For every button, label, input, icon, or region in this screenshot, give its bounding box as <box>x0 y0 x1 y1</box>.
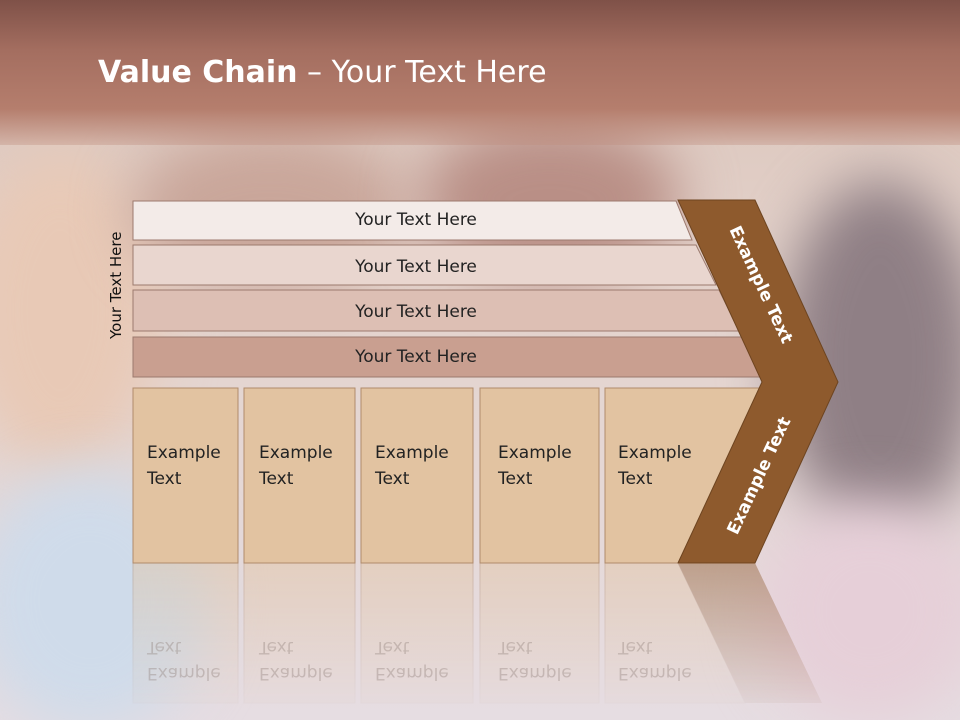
cell-5-line1: Example <box>618 443 692 463</box>
reflect-label-4: Example Text <box>498 634 572 686</box>
diagram-reflection <box>132 562 822 704</box>
row-label-3: Your Text Here <box>354 302 477 322</box>
reflect-3-line1: Example <box>375 663 449 683</box>
cell-1-line2: Text <box>147 469 182 489</box>
cell-1-line1: Example <box>147 443 221 463</box>
row-label-1: Your Text Here <box>354 210 477 230</box>
cell-2-line2: Text <box>259 469 294 489</box>
reflect-5-line1: Example <box>618 663 692 683</box>
cell-2-line1: Example <box>259 443 333 463</box>
cell-4[interactable] <box>479 387 600 564</box>
title-bar <box>0 0 960 145</box>
reflect-label-3: Example Text <box>375 634 449 686</box>
reflect-2-line1: Example <box>259 663 333 683</box>
cell-3-line2: Text <box>375 469 410 489</box>
title-rest: – Your Text Here <box>297 55 547 90</box>
reflect-label-2: Example Text <box>259 634 333 686</box>
cell-5-line2: Text <box>618 469 653 489</box>
reflect-label-1: Example Text <box>147 634 221 686</box>
reflect-4-line1: Example <box>498 663 572 683</box>
reflect-label-5: Example Text <box>618 634 692 686</box>
row-label-4: Your Text Here <box>354 347 477 367</box>
cell-4-line2: Text <box>498 469 533 489</box>
row-bar-1[interactable] <box>132 200 693 241</box>
title-bold: Value Chain <box>98 55 298 90</box>
cell-2[interactable] <box>243 387 356 564</box>
row-bar-2[interactable] <box>132 244 717 286</box>
cell-3[interactable] <box>360 387 474 564</box>
reflect-1-line1: Example <box>147 663 221 683</box>
reflect-5-line2: Text <box>618 637 653 657</box>
row-label-2: Your Text Here <box>354 257 477 277</box>
reflect-4-line2: Text <box>498 637 533 657</box>
reflect-2-line2: Text <box>259 637 294 657</box>
cell-3-line1: Example <box>375 443 449 463</box>
reflect-3-line2: Text <box>375 637 410 657</box>
cell-4-line1: Example <box>498 443 572 463</box>
reflect-1-line2: Text <box>147 637 182 657</box>
slide-title: Value Chain – Your Text Here <box>98 55 547 90</box>
